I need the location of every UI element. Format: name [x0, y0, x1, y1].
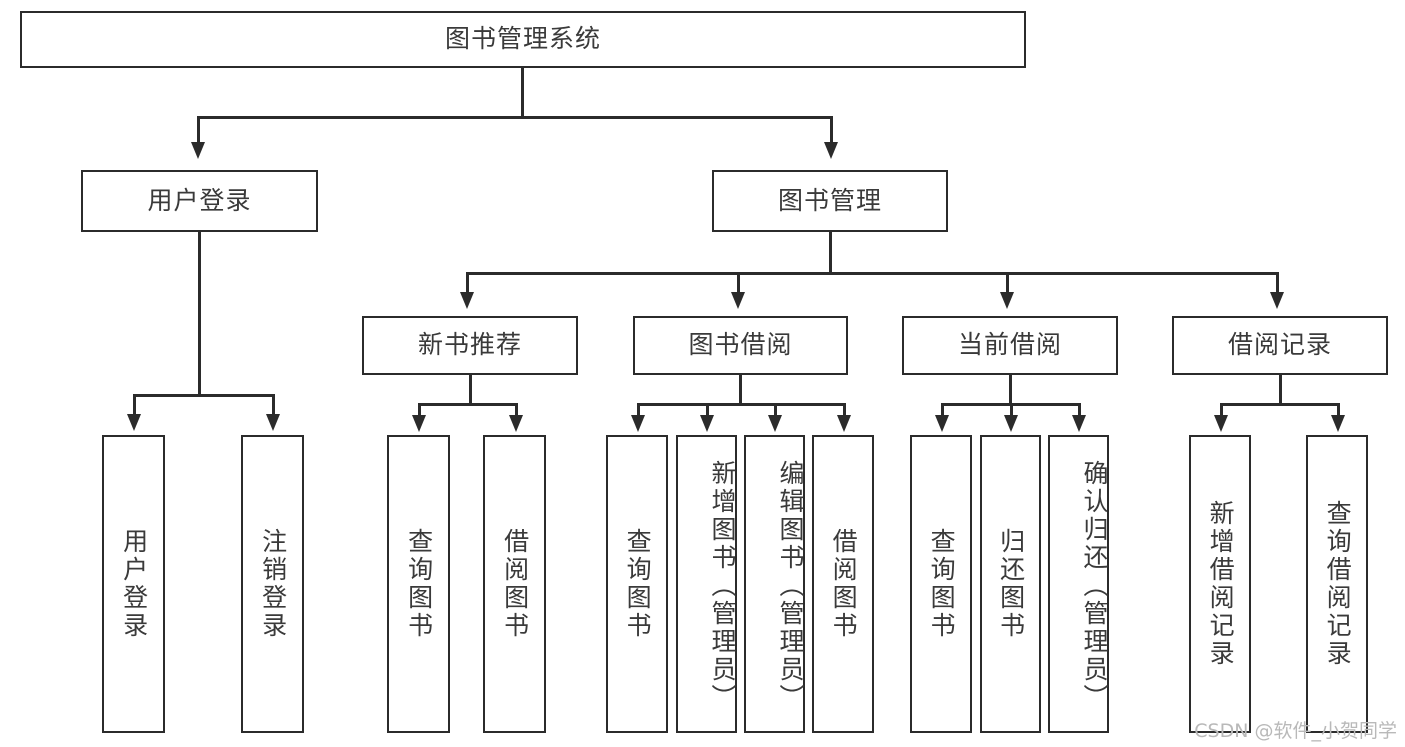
leaf-logout[interactable]: 注销登录 [241, 435, 304, 733]
connector-borrow-to-leaf2 [706, 403, 709, 417]
arrow-bookmgmt-to-c1 [459, 292, 474, 309]
node-label: 确认归还（管理员） [1080, 460, 1109, 712]
leaf-return-book[interactable]: 归还图书 [980, 435, 1041, 733]
leaf-query-books-current[interactable]: 查询图书 [910, 435, 972, 733]
connector-records-to-leaf1 [1220, 403, 1223, 417]
leaf-query-borrow-record[interactable]: 查询借阅记录 [1306, 435, 1368, 733]
node-label: 用户登录 [119, 528, 149, 640]
connector-borrow-to-leaf4 [843, 403, 846, 417]
node-label: 图书借阅 [688, 330, 793, 360]
connector-recommend-to-leaf2 [515, 403, 518, 417]
node-label: 借阅记录 [1227, 330, 1332, 360]
arrow-recommend-to-leaf1 [411, 415, 426, 432]
connector-root-to-bookmgmt [830, 116, 833, 146]
connector-login-to-leaf2 [272, 394, 275, 416]
node-label: 用户登录 [147, 185, 252, 215]
connector-borrow-to-leaf3 [774, 403, 777, 417]
node-label: 新书推荐 [417, 330, 522, 360]
connector-bookmgmt-to-c4 [1276, 272, 1279, 294]
node-label: 查询图书 [404, 528, 434, 640]
node-user-login[interactable]: 用户登录 [81, 170, 318, 232]
arrow-recommend-to-leaf2 [508, 415, 523, 432]
connector-borrow-to-leaf1 [637, 403, 640, 417]
node-label: 查询借阅记录 [1323, 500, 1353, 668]
node-label: 当前借阅 [957, 330, 1062, 360]
arrow-current-to-leaf3 [1071, 415, 1086, 432]
leaf-confirm-return-admin[interactable]: 确认归还（管理员） [1048, 435, 1109, 733]
connector-recommend-bus [418, 403, 517, 406]
node-label: 新增借阅记录 [1206, 500, 1236, 668]
node-label: 注销登录 [258, 528, 288, 640]
node-label: 查询图书 [927, 528, 957, 640]
leaf-add-book-admin[interactable]: 新增图书（管理员） [676, 435, 737, 733]
node-new-book-recommend[interactable]: 新书推荐 [362, 316, 578, 375]
arrow-records-to-leaf1 [1213, 415, 1228, 432]
arrow-root-to-login [190, 142, 205, 159]
connector-login-bus [133, 394, 274, 397]
connector-bookmgmt-to-c2 [737, 272, 740, 294]
node-label: 借阅图书 [829, 528, 859, 640]
leaf-query-books-recommend[interactable]: 查询图书 [387, 435, 450, 733]
connector-records-stem [1279, 375, 1282, 405]
node-borrow-records[interactable]: 借阅记录 [1172, 316, 1388, 375]
csdn-watermark: CSDN @软件_小贺同学 [1194, 720, 1397, 742]
connector-login-to-leaf1 [133, 394, 136, 416]
connector-bookmgmt-to-c1 [466, 272, 469, 294]
node-book-management[interactable]: 图书管理 [712, 170, 948, 232]
connector-root-to-login [197, 116, 200, 146]
leaf-borrow-books-recommend[interactable]: 借阅图书 [483, 435, 546, 733]
node-book-borrow[interactable]: 图书借阅 [633, 316, 848, 375]
connector-login-stem [198, 232, 201, 396]
node-label: 图书管理系统 [444, 24, 601, 54]
arrow-root-to-bookmgmt [823, 142, 838, 159]
connector-bookmgmt-bus [466, 272, 1278, 275]
connector-bookmgmt-stem [829, 232, 832, 274]
connector-bookmgmt-to-c3 [1006, 272, 1009, 294]
node-current-borrow[interactable]: 当前借阅 [902, 316, 1118, 375]
connector-borrow-bus [637, 403, 845, 406]
connector-root-stem [521, 68, 524, 118]
leaf-edit-book-admin[interactable]: 编辑图书（管理员） [744, 435, 805, 733]
leaf-add-borrow-record[interactable]: 新增借阅记录 [1189, 435, 1251, 733]
arrow-borrow-to-leaf4 [836, 415, 851, 432]
arrow-current-to-leaf2 [1003, 415, 1018, 432]
arrow-borrow-to-leaf1 [630, 415, 645, 432]
node-label: 新增图书（管理员） [708, 460, 737, 712]
node-label: 编辑图书（管理员） [776, 460, 805, 712]
arrow-bookmgmt-to-c4 [1269, 292, 1284, 309]
arrow-login-to-leaf2 [265, 414, 280, 431]
arrow-records-to-leaf2 [1330, 415, 1345, 432]
leaf-user-login[interactable]: 用户登录 [102, 435, 165, 733]
arrow-bookmgmt-to-c2 [730, 292, 745, 309]
arrow-borrow-to-leaf2 [699, 415, 714, 432]
connector-current-to-leaf1 [941, 403, 944, 417]
connector-records-bus [1220, 403, 1339, 406]
connector-current-to-leaf3 [1078, 403, 1081, 417]
node-label: 归还图书 [996, 528, 1026, 640]
arrow-borrow-to-leaf3 [767, 415, 782, 432]
connector-recommend-stem [469, 375, 472, 405]
node-root-system[interactable]: 图书管理系统 [20, 11, 1026, 68]
arrow-bookmgmt-to-c3 [999, 292, 1014, 309]
node-label: 图书管理 [777, 185, 882, 215]
arrow-current-to-leaf1 [934, 415, 949, 432]
connector-current-to-leaf2 [1010, 403, 1013, 417]
connector-borrow-stem [739, 375, 742, 405]
node-label: 查询图书 [623, 528, 653, 640]
leaf-query-books-borrow[interactable]: 查询图书 [606, 435, 668, 733]
connector-root-bus [197, 116, 833, 119]
arrow-login-to-leaf1 [126, 414, 141, 431]
connector-recommend-to-leaf1 [418, 403, 421, 417]
node-label: 借阅图书 [500, 528, 530, 640]
connector-current-stem [1009, 375, 1012, 405]
leaf-borrow-book[interactable]: 借阅图书 [812, 435, 874, 733]
connector-records-to-leaf2 [1337, 403, 1340, 417]
